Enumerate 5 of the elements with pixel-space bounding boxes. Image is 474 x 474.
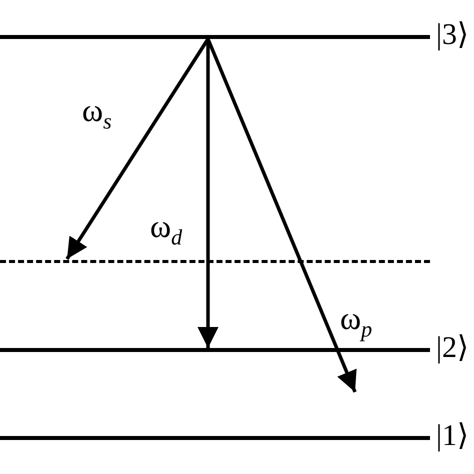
arrow — [66, 38, 210, 260]
arrow — [198, 39, 218, 348]
level-label: |2⟩ — [436, 330, 470, 366]
level-label: |1⟩ — [436, 418, 470, 454]
level-label: |3⟩ — [436, 17, 470, 53]
